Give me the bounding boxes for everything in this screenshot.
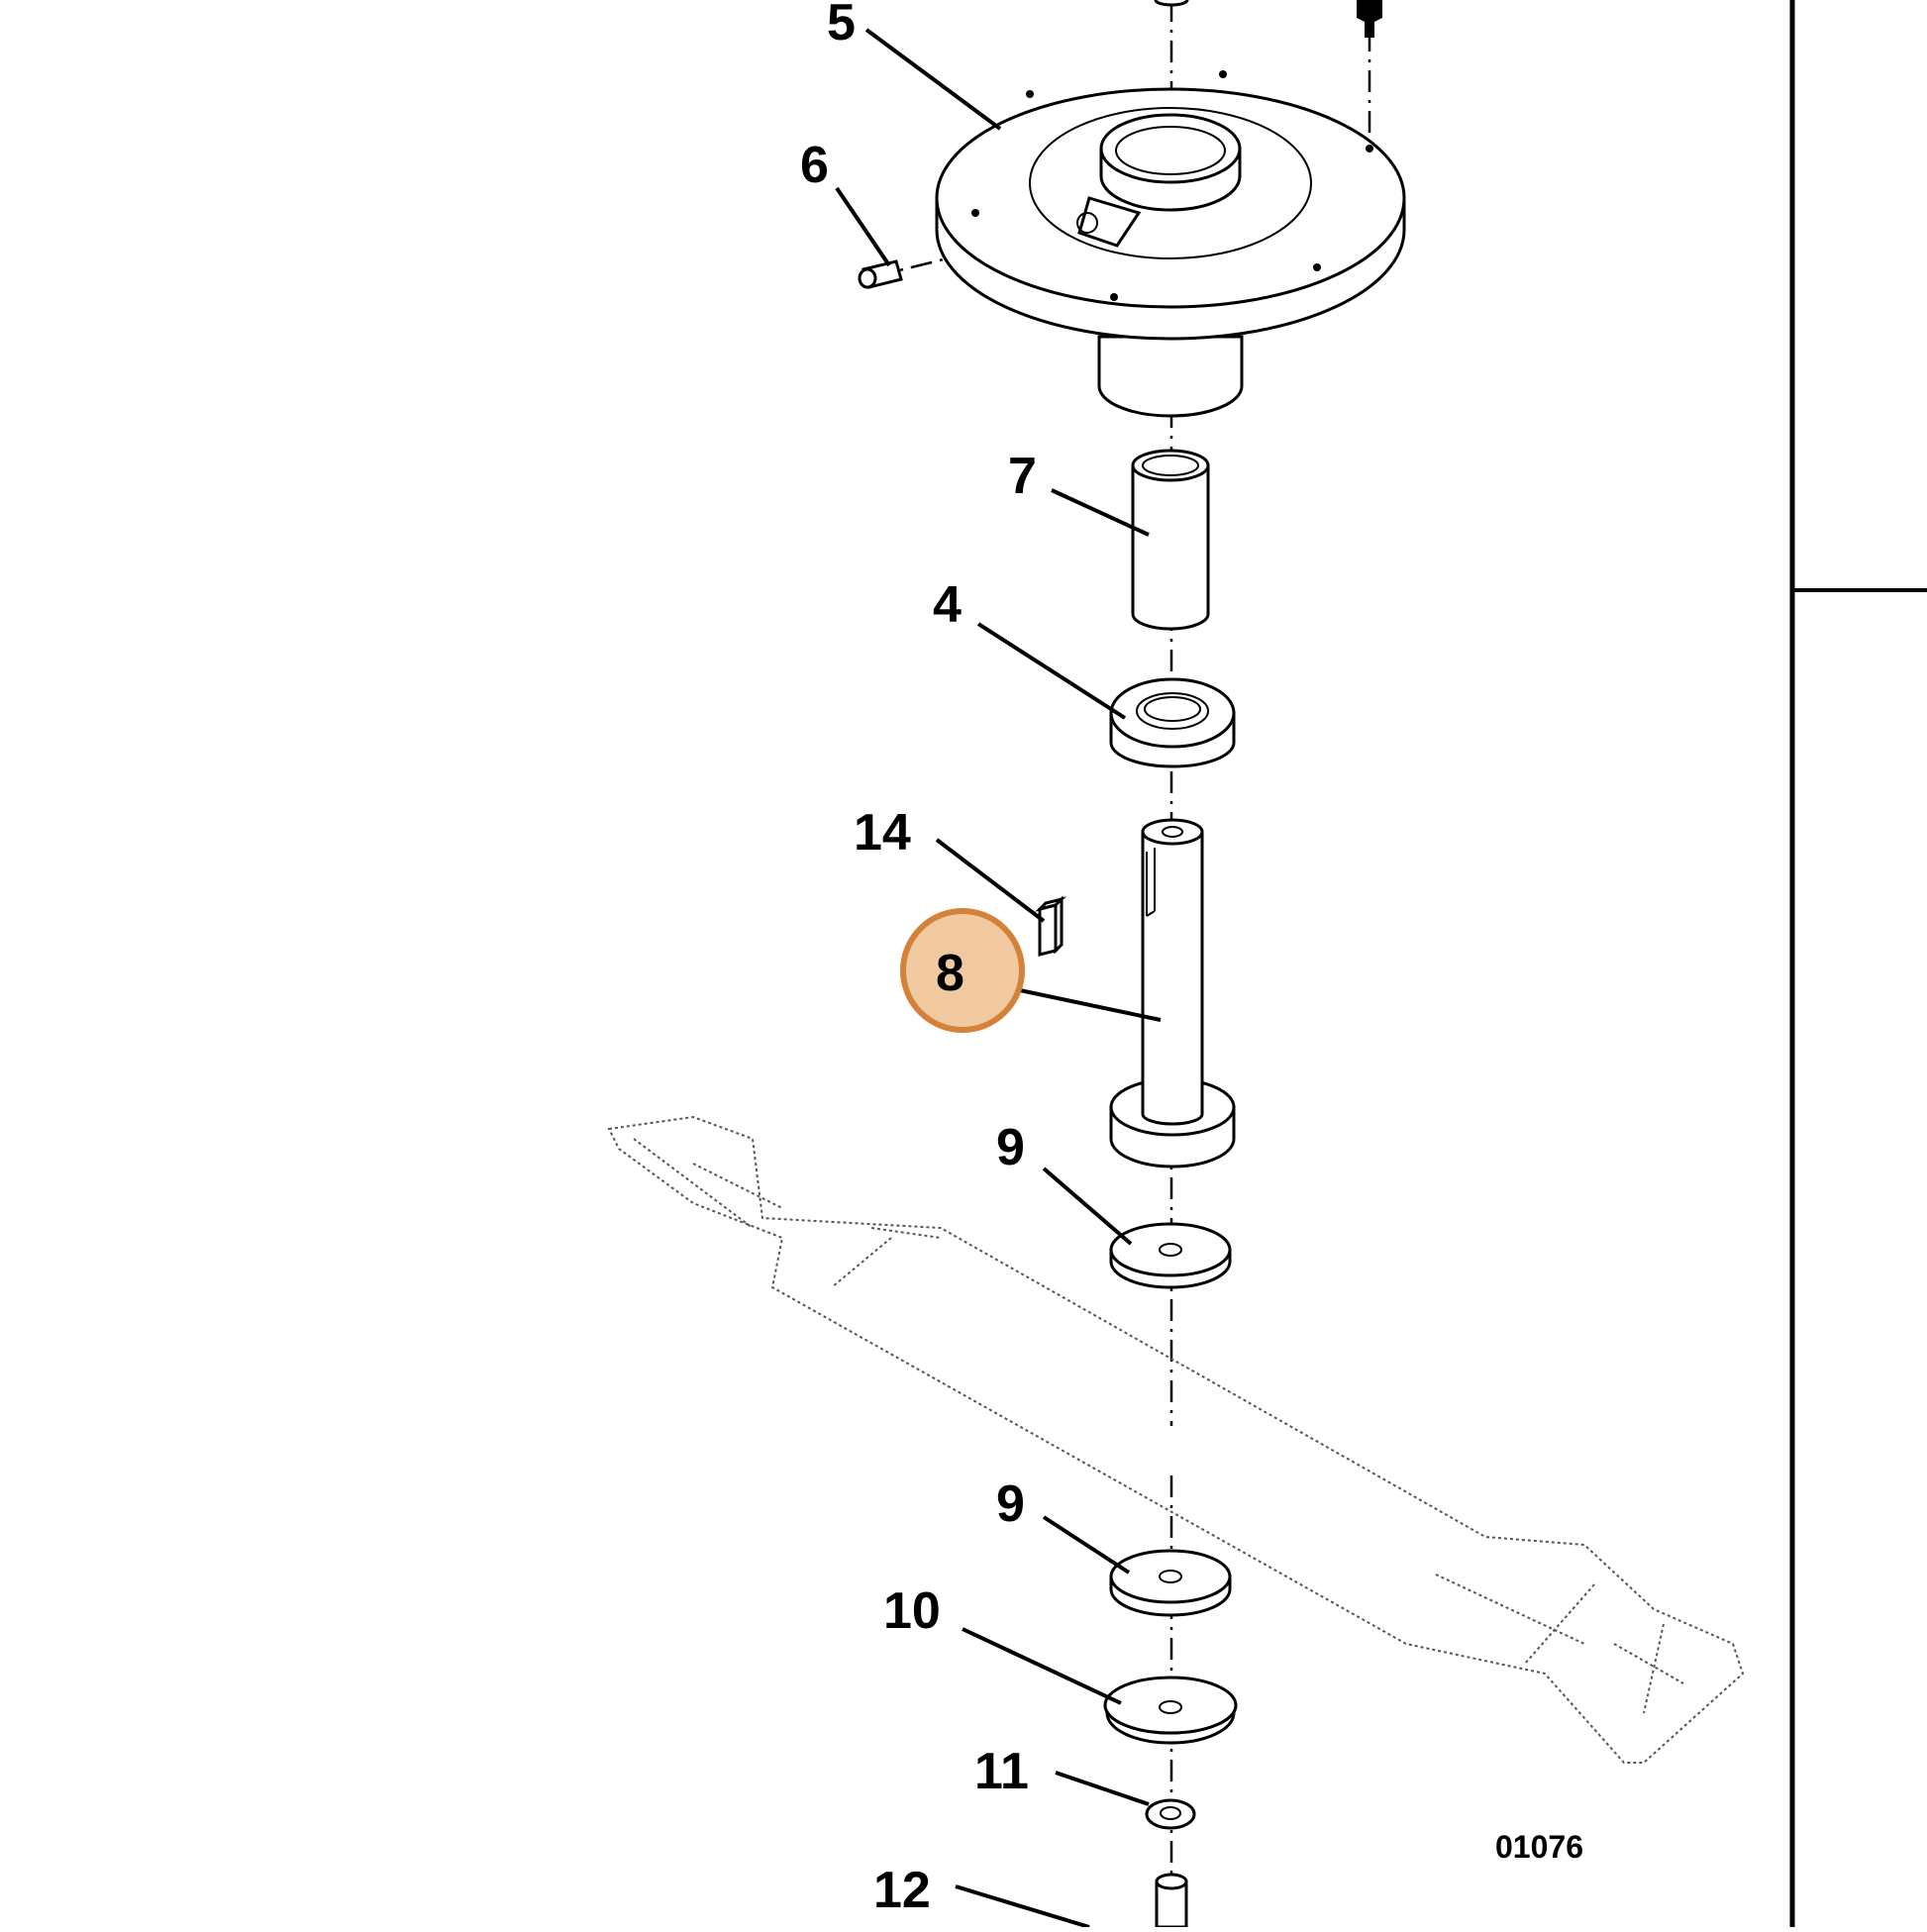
- callout-10: 10: [883, 1582, 941, 1640]
- spindle-shaft: [1109, 818, 1236, 1169]
- grease-fitting: [858, 259, 903, 289]
- shaft-key: [1035, 895, 1066, 957]
- callout-labels: 5 6 7 4 14 8 9 9 10 11 12: [800, 0, 1037, 1919]
- callout-5: 5: [827, 0, 856, 51]
- washer-upper: [1109, 1222, 1232, 1289]
- drive-pin: [1155, 1873, 1188, 1929]
- page-frame: [1789, 0, 1927, 1927]
- callout-11: 11: [974, 1743, 1029, 1800]
- callout-9-upper: 9: [996, 1119, 1025, 1176]
- spindle-housing: [935, 70, 1406, 418]
- callout-7: 7: [1008, 448, 1037, 505]
- top-screw: [1357, 0, 1382, 38]
- callout-12: 12: [873, 1862, 931, 1919]
- callout-14: 14: [854, 804, 911, 862]
- spacer-sleeve: [1131, 449, 1210, 631]
- figure-code: 01076: [1495, 1829, 1583, 1865]
- callout-8: 8: [936, 945, 964, 1002]
- mower-blade-outline: [607, 1115, 1745, 1764]
- callout-9-lower: 9: [996, 1475, 1025, 1533]
- washer-lower: [1109, 1549, 1232, 1617]
- hex-nut: [1145, 1798, 1196, 1830]
- cupped-washer: [1103, 1676, 1238, 1745]
- callout-8-highlight-marker: [900, 908, 1025, 1033]
- callout-6: 6: [800, 137, 829, 194]
- callout-4: 4: [933, 576, 962, 634]
- ball-bearing: [1109, 677, 1236, 768]
